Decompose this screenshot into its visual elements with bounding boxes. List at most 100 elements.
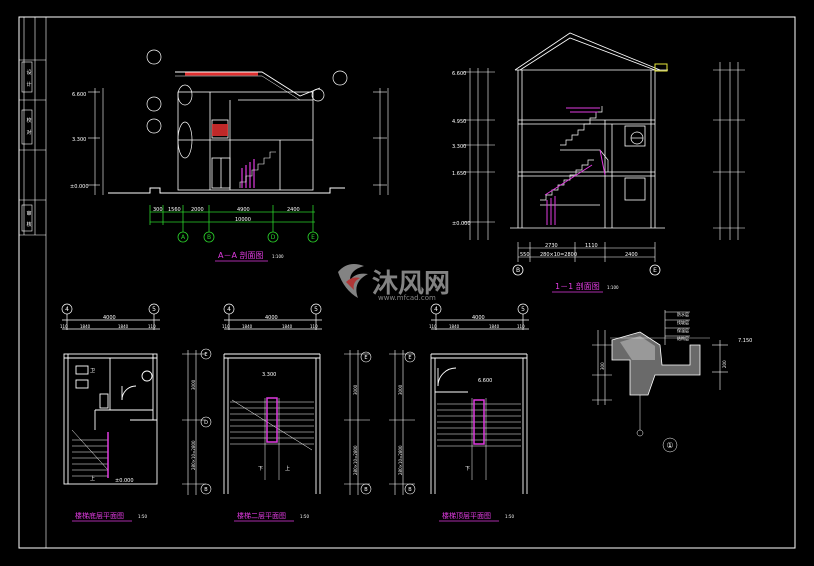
p1-dim-3: 1840 xyxy=(118,324,129,329)
aa-elev-3300: 3.300 xyxy=(72,137,86,143)
aa-axis-b: B xyxy=(207,234,211,241)
tb-cell-5: 审 xyxy=(26,210,31,217)
aa-title: A－A 剖面图 xyxy=(218,250,264,260)
p3-axis-4: 4 xyxy=(434,306,438,313)
aa-dim-5: 2400 xyxy=(287,207,300,213)
p1-axis-d: D xyxy=(204,420,208,426)
aa-dim-total: 10000 xyxy=(235,217,251,223)
p3-axis-b: B xyxy=(408,487,412,493)
p2-dim-2: 1840 xyxy=(242,324,253,329)
title-block xyxy=(19,17,46,236)
p1-axis-b: B xyxy=(204,487,208,493)
aa-dim-3: 2000 xyxy=(191,207,204,213)
p2-side-dim-1: 3000 xyxy=(353,384,358,395)
p3-side-dim-1: 3000 xyxy=(398,384,403,395)
p3-down: 下 xyxy=(465,466,470,472)
detail-1: 防水层 找坡层 保温层 结构层 7.150 300 200 ① xyxy=(592,310,752,453)
p3-dim-2: 1840 xyxy=(449,324,460,329)
p3-scale: 1:50 xyxy=(505,514,514,519)
plan-ground: 4 5 4000 110 1840 1840 110 xyxy=(60,303,212,522)
p1-axis-5: 5 xyxy=(152,306,156,313)
p2-axis-b: B xyxy=(364,487,368,493)
p3-side-dim-2: 280×10=2800 xyxy=(398,445,403,475)
p1-axis-e: E xyxy=(204,352,207,358)
p2-side-dim-2: 280×10=2800 xyxy=(353,445,358,475)
watermark-url: www.mfcad.com xyxy=(378,294,436,302)
p3-axis-e: E xyxy=(408,355,411,361)
p2-dim-4: 110 xyxy=(310,324,318,329)
s11-axis-e: E xyxy=(653,267,657,274)
p1-dim-4: 110 xyxy=(148,324,156,329)
plan-second: 4 5 4000 110 1840 1840 110 3 xyxy=(222,303,372,522)
p1-side-dim-1: 3000 xyxy=(191,379,196,390)
p3-elev: 6.600 xyxy=(478,378,492,384)
detail-marker: ① xyxy=(666,441,673,450)
p1-scale: 1:50 xyxy=(138,514,147,519)
p2-elev: 3.300 xyxy=(262,372,276,378)
p1-wc-label: 卫 xyxy=(90,368,95,374)
tb-cell-1: 设 xyxy=(26,69,31,76)
aa-axis-d: D xyxy=(271,234,276,241)
p2-axis-4: 4 xyxy=(227,306,231,313)
p3-axis-5: 5 xyxy=(521,306,525,313)
s11-axis-b: B xyxy=(516,267,520,274)
detail-label-2: 找坡层 xyxy=(677,319,689,325)
detail-label-1: 防水层 xyxy=(677,311,689,317)
p2-down: 下 xyxy=(258,466,263,472)
aa-elev-0: ±0.000 xyxy=(70,184,89,190)
tb-cell-2: 计 xyxy=(26,81,31,88)
s11-elev-6600: 6.600 xyxy=(452,71,466,77)
s11-scale: 1:100 xyxy=(607,285,619,290)
p1-dim-total: 4000 xyxy=(103,315,116,321)
s11-elev-1650: 1.650 xyxy=(452,171,466,177)
tb-cell-3: 校 xyxy=(26,117,31,124)
detail-dim-1: 300 xyxy=(600,362,605,370)
tb-cell-4: 对 xyxy=(26,129,31,136)
p1-elev: ±0.000 xyxy=(115,478,134,484)
watermark: 沐风网 www.mfcad.com xyxy=(338,264,450,302)
tb-cell-6: 核 xyxy=(26,221,31,228)
p2-axis-e: E xyxy=(364,355,367,361)
p2-dim-3: 1840 xyxy=(282,324,293,329)
detail-label-3: 保温层 xyxy=(677,327,689,333)
s11-dim-sub: 280×10=2800 xyxy=(540,252,577,258)
p2-title: 楼梯二层平面图 xyxy=(237,511,286,520)
p2-axis-5: 5 xyxy=(314,306,318,313)
section-11: 6.600 4.950 3.300 1.650 ±0.000 xyxy=(452,32,745,293)
inner-frame xyxy=(45,16,796,549)
aa-dim-4: 4900 xyxy=(237,207,250,213)
p1-up: 上 xyxy=(90,475,95,482)
p1-dim-1: 110 xyxy=(60,324,68,329)
s11-elev-3300: 3.300 xyxy=(452,144,466,150)
detail-dim-2: 200 xyxy=(722,360,727,368)
watermark-cn: 沐风网 xyxy=(372,269,450,299)
p3-dim-total: 4000 xyxy=(472,315,485,321)
s11-title: 1－1 剖面图 xyxy=(555,281,600,291)
p1-title: 楼梯底层平面图 xyxy=(75,511,124,520)
aa-scale: 1:100 xyxy=(272,254,284,259)
p3-title: 楼梯顶层平面图 xyxy=(442,511,491,520)
p2-dim-1: 110 xyxy=(222,324,230,329)
p3-dim-4: 110 xyxy=(517,324,525,329)
p3-dim-1: 110 xyxy=(429,324,437,329)
p2-dim-total: 4000 xyxy=(265,315,278,321)
aa-dim-1: 300 xyxy=(153,207,163,213)
aa-dim-2: 1560 xyxy=(168,207,181,213)
watermark-logo-icon xyxy=(338,264,368,298)
aa-elev-6600: 6.600 xyxy=(72,92,86,98)
p3-dim-3: 1840 xyxy=(489,324,500,329)
p2-scale: 1:50 xyxy=(300,514,309,519)
s11-elev-0: ±0.000 xyxy=(452,221,471,227)
detail-label-4: 结构层 xyxy=(677,335,689,341)
s11-elev-4950: 4.950 xyxy=(452,119,466,125)
plan-top: 4 5 4000 110 1840 1840 110 xyxy=(389,303,529,522)
s11-dim-3: 1110 xyxy=(585,243,598,249)
p1-axis-4: 4 xyxy=(65,306,69,313)
aa-axis-a: A xyxy=(181,234,186,241)
p1-side-dim-2: 280×10=2800 xyxy=(191,440,196,470)
s11-dim-4: 2400 xyxy=(625,252,638,258)
p2-up: 上 xyxy=(285,465,290,472)
p1-dim-2: 1840 xyxy=(80,324,91,329)
detail-elev: 7.150 xyxy=(738,338,752,344)
